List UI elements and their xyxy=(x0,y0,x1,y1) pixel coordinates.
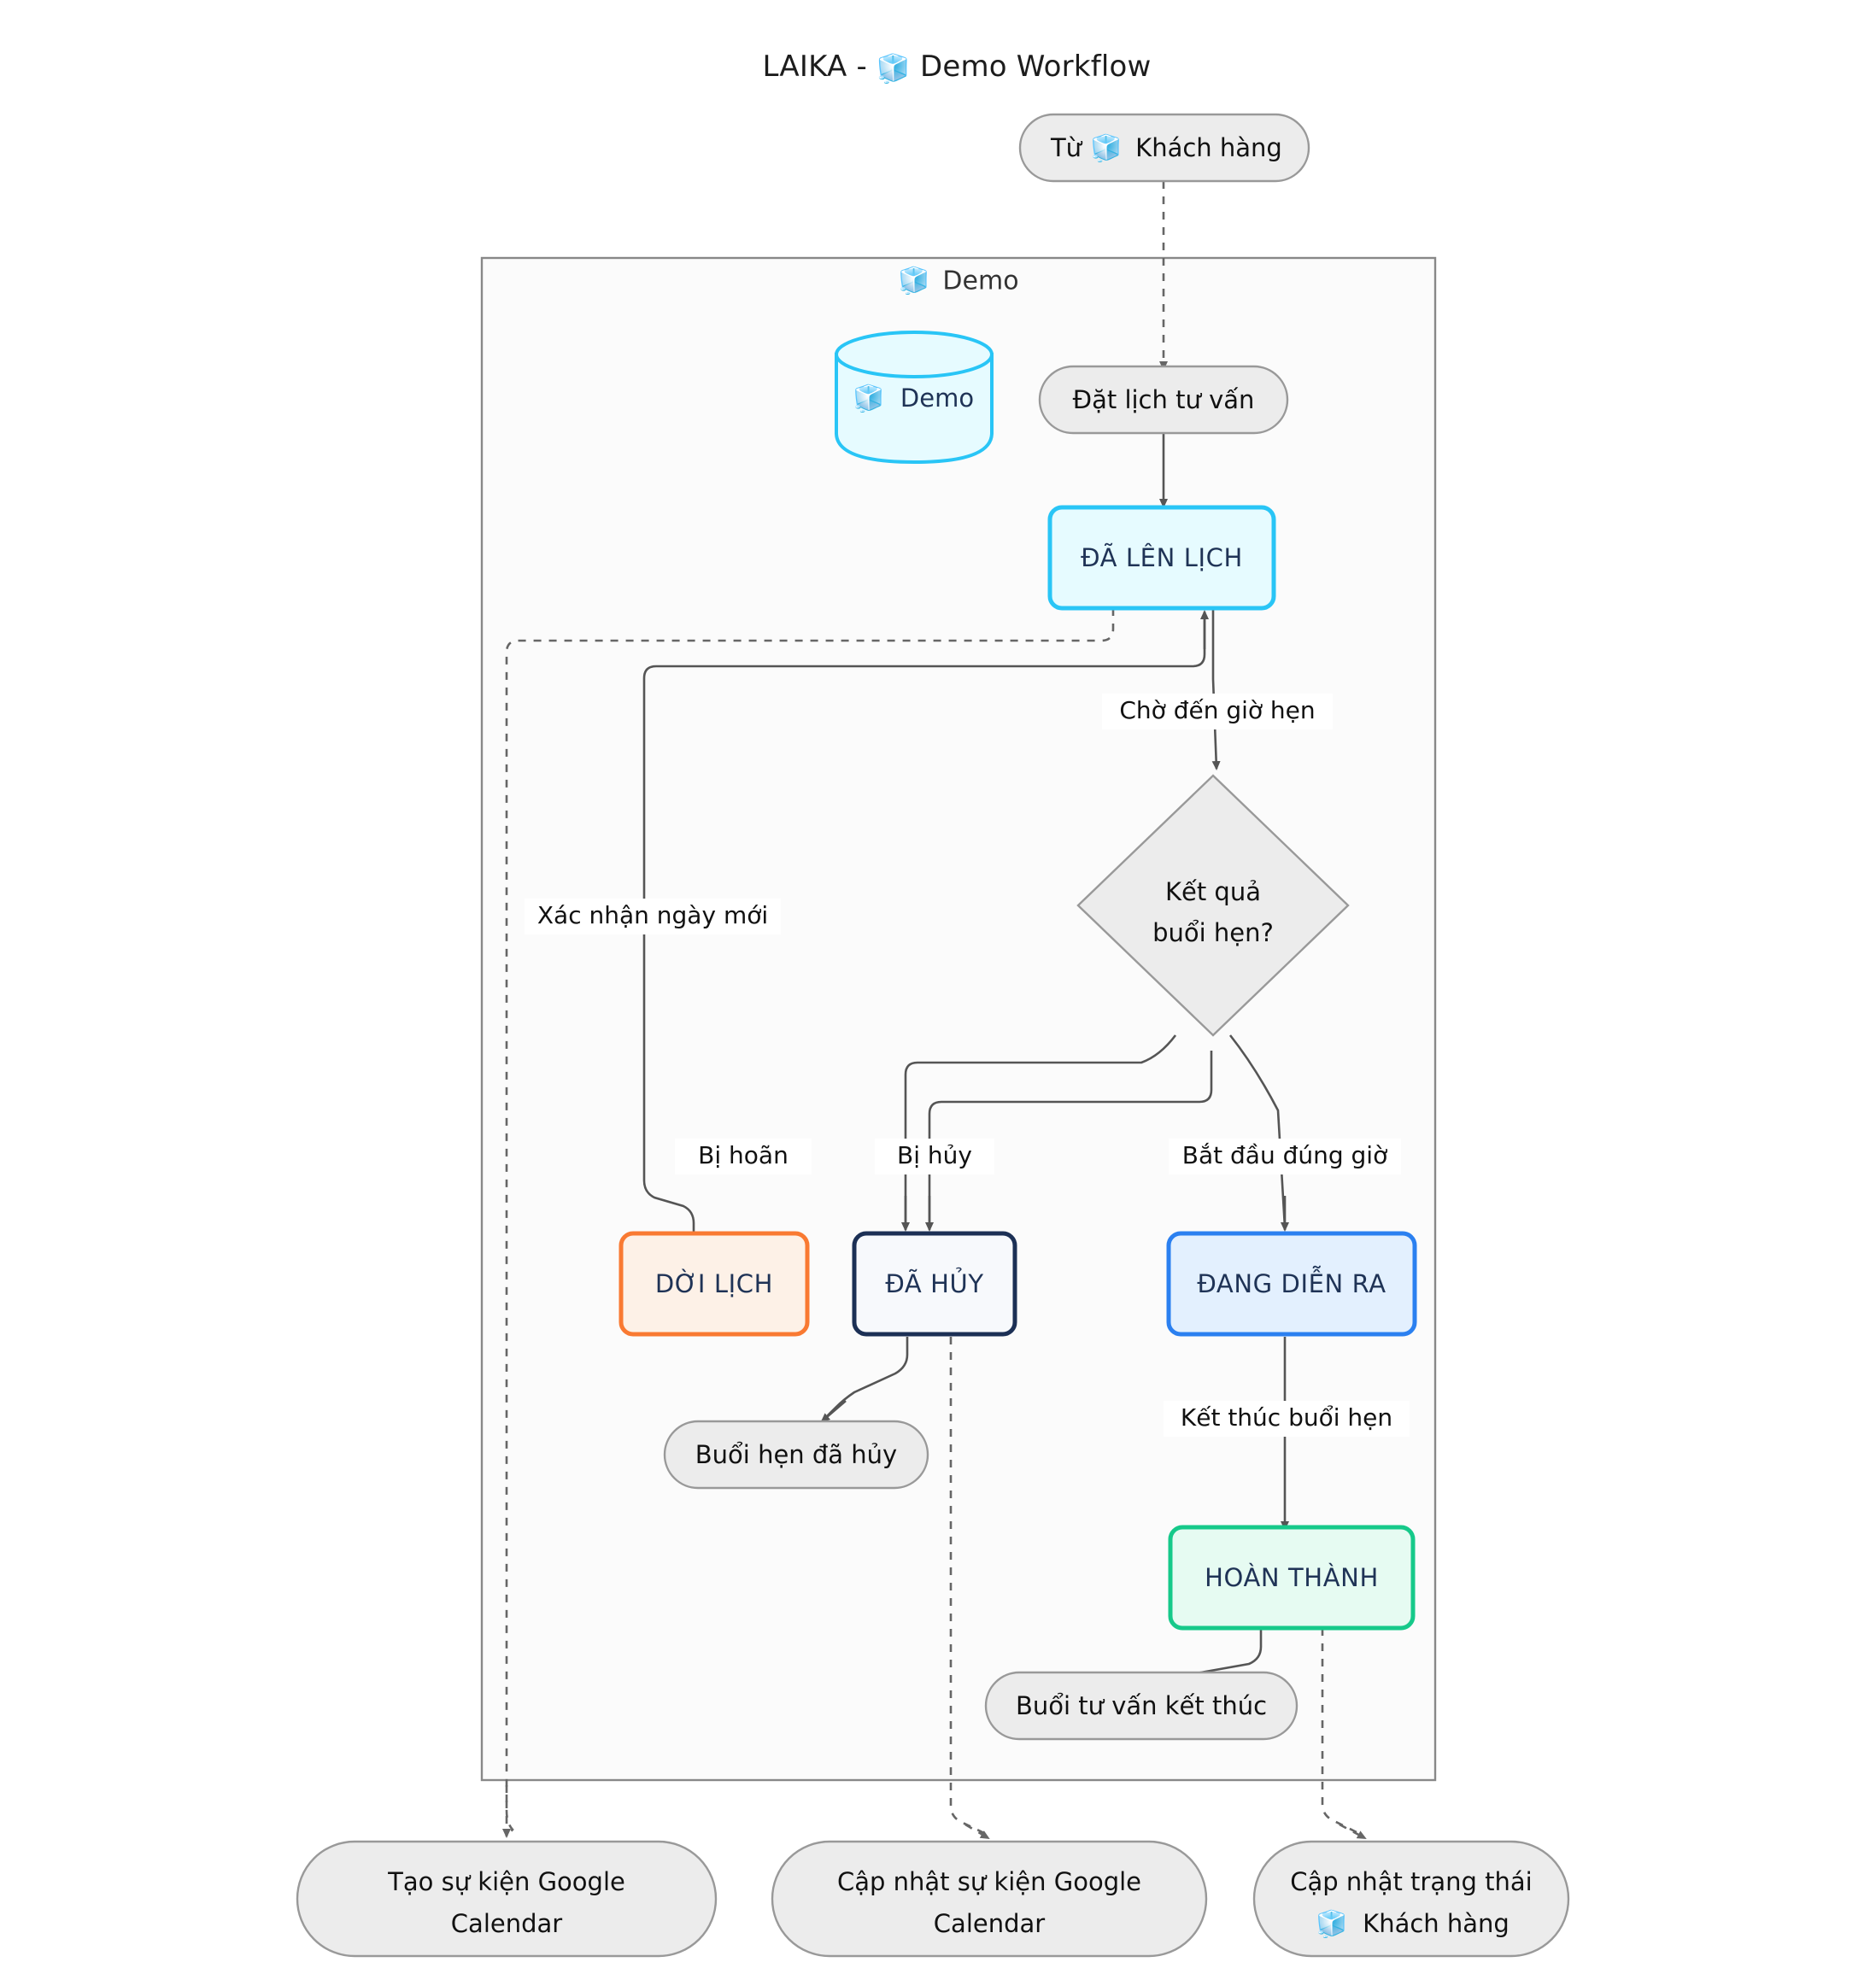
edge-label-confirm: Xác nhận ngày mới xyxy=(525,899,781,934)
edge-scheduled-to-decision xyxy=(1211,608,1221,770)
node-update-gcal[interactable]: Cập nhật sự kiện Google Calendar xyxy=(771,1840,1208,1958)
edge-cancelled-to-update-gcal xyxy=(949,1337,985,1835)
node-shape-body[interactable] xyxy=(835,353,994,465)
node-shape[interactable] xyxy=(1252,1840,1570,1958)
node-label: DỜI LỊCH xyxy=(655,1269,773,1298)
edge-completed-to-update-status xyxy=(1321,1628,1359,1835)
label-bg xyxy=(675,1139,812,1174)
node-database-demo[interactable]: 🧊 Demo xyxy=(835,331,994,465)
node-shape[interactable] xyxy=(618,1231,810,1337)
node-decision-result[interactable]: Kết quả buổi hẹn? xyxy=(1076,774,1350,1037)
edge-decision-to-inprogress xyxy=(1228,1034,1287,1228)
node-label: Buổi tư vấn kết thúc xyxy=(1016,1691,1267,1720)
label-bg xyxy=(1169,1139,1401,1174)
edge-label-wait-text: Chờ đến giờ hẹn xyxy=(1119,696,1315,724)
edge-label-end-appointment: Kết thúc buổi hẹn xyxy=(1164,1401,1410,1437)
node-shape[interactable] xyxy=(771,1840,1208,1958)
node-state-cancelled[interactable]: ĐÃ HỦY xyxy=(852,1231,1017,1337)
node-label-line1: Tạo sự kiện Google xyxy=(387,1867,625,1896)
node-label-line1: Kết quả xyxy=(1165,877,1261,906)
edge-label-start-text: Bắt đầu đúng giờ xyxy=(1182,1141,1387,1169)
node-shape[interactable] xyxy=(1047,505,1276,611)
node-label: ĐANG DIỄN RA xyxy=(1197,1267,1386,1298)
subgraph-title: 🧊 Demo xyxy=(898,266,1018,296)
node-label: HOÀN THÀNH xyxy=(1205,1563,1379,1592)
node-label-line1: Cập nhật sự kiện Google xyxy=(837,1867,1141,1896)
node-shape-top xyxy=(835,331,994,378)
node-state-in-progress[interactable]: ĐANG DIỄN RA xyxy=(1166,1231,1417,1337)
node-label-suffix: Khách hàng xyxy=(1135,133,1282,162)
title-text: Demo Workflow xyxy=(919,50,1152,84)
node-label-line2: Calendar xyxy=(934,1909,1045,1938)
node-label-line2: buổi hẹn? xyxy=(1152,918,1274,947)
node-shape[interactable] xyxy=(1038,365,1289,435)
ice-cube-icon: 🧊 xyxy=(853,384,884,414)
subgraph-label-text: Demo xyxy=(942,266,1018,296)
edge-label-wait: Chờ đến giờ hẹn xyxy=(1102,694,1333,729)
node-book-consult[interactable]: Đặt lịch tư vấn xyxy=(1038,365,1289,435)
node-label: Đặt lịch tư vấn xyxy=(1073,385,1255,414)
ice-cube-icon: 🧊 xyxy=(898,266,929,296)
label-bg xyxy=(875,1139,994,1174)
edge-label-start-on-time: Bắt đầu đúng giờ xyxy=(1169,1139,1401,1174)
node-consult-finished-note[interactable]: Buổi tư vấn kết thúc xyxy=(984,1671,1299,1741)
edge-label-postponed: Bị hoãn xyxy=(675,1139,812,1174)
edge-cancelled-to-note-arrow xyxy=(820,1400,847,1423)
node-label: Demo xyxy=(900,384,974,413)
node-shape[interactable] xyxy=(663,1420,929,1490)
edge-cancelled-to-note xyxy=(826,1337,909,1417)
node-shape[interactable] xyxy=(984,1671,1299,1741)
edge-decision-to-rescheduled xyxy=(904,1034,1177,1227)
node-shape[interactable] xyxy=(1018,113,1310,183)
node-label: ĐÃ LÊN LỊCH xyxy=(1081,543,1243,572)
edge-completed-to-update-status-arrow xyxy=(1339,1823,1367,1840)
edge-label-confirm-text: Xác nhận ngày mới xyxy=(537,901,768,929)
node-appointment-cancelled-note[interactable]: Buổi hẹn đã hủy xyxy=(663,1420,929,1490)
edge-cancelled-to-update-gcal-arrow xyxy=(964,1823,990,1840)
edge-label-postponed-text: Bị hoãn xyxy=(698,1141,789,1169)
node-label-line1: Cập nhật trạng thái xyxy=(1290,1867,1532,1896)
label-bg xyxy=(525,899,781,934)
node-label-prefix: Từ xyxy=(1050,133,1083,162)
node-label-line2: Calendar xyxy=(451,1909,562,1938)
edge-label-end-text: Kết thúc buổi hẹn xyxy=(1181,1403,1392,1432)
node-shape[interactable] xyxy=(852,1231,1017,1337)
edge-scheduled-to-create-gcal xyxy=(505,608,1115,1837)
label-bg xyxy=(1102,694,1333,729)
node-label-line2: Khách hàng xyxy=(1363,1909,1510,1938)
node-shape[interactable] xyxy=(1166,1231,1417,1337)
label-bg xyxy=(1164,1401,1410,1437)
node-state-completed[interactable]: HOÀN THÀNH xyxy=(1168,1525,1416,1631)
node-source-customer[interactable]: Từ 🧊 Khách hàng xyxy=(1018,113,1310,183)
node-state-rescheduled[interactable]: DỜI LỊCH xyxy=(618,1231,810,1337)
edge-label-cancelled: Bị hủy xyxy=(875,1139,994,1174)
page-title: LAIKA - 🧊 Demo Workflow xyxy=(0,15,1876,119)
title-prefix: LAIKA - xyxy=(762,50,876,84)
node-shape[interactable] xyxy=(296,1840,718,1958)
edge-decision-to-cancelled xyxy=(928,1051,1213,1227)
ice-cube-icon: 🧊 xyxy=(1090,133,1122,164)
node-update-customer-status[interactable]: Cập nhật trạng thái 🧊 Khách hàng xyxy=(1252,1840,1570,1958)
node-label: Buổi hẹn đã hủy xyxy=(695,1440,897,1469)
ice-cube-icon: 🧊 xyxy=(876,52,911,85)
ice-cube-icon: 🧊 xyxy=(1316,1909,1347,1940)
node-create-gcal[interactable]: Tạo sự kiện Google Calendar xyxy=(296,1840,718,1958)
node-state-scheduled[interactable]: ĐÃ LÊN LỊCH xyxy=(1047,505,1276,611)
edge-label-cancelled-text: Bị hủy xyxy=(897,1141,972,1169)
node-label: ĐÃ HỦY xyxy=(885,1268,983,1298)
node-shape[interactable] xyxy=(1168,1525,1416,1631)
node-shape[interactable] xyxy=(1076,774,1350,1037)
